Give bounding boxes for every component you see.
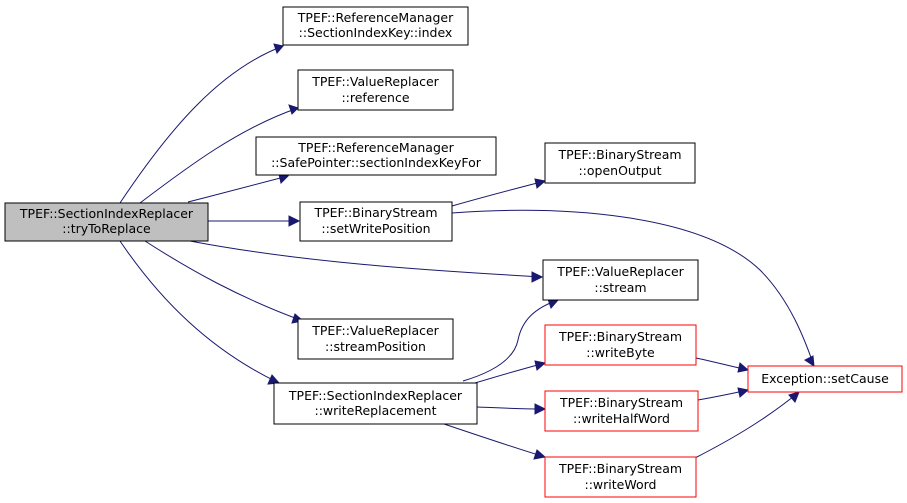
node-sir-writereplacement[interactable]: TPEF::SectionIndexReplacer ::writeReplac…	[273, 382, 478, 425]
node-bs-writehalfword-line1: TPEF::BinaryStream	[559, 395, 683, 410]
node-refmgr-index[interactable]: TPEF::ReferenceManager ::SectionIndexKey…	[282, 6, 469, 46]
node-bs-writeword[interactable]: TPEF::BinaryStream ::writeWord	[544, 456, 697, 498]
node-bs-setwriteposition[interactable]: TPEF::BinaryStream ::setWritePosition	[299, 201, 453, 242]
node-bs-writehalfword-line2: ::writeHalfWord	[573, 411, 670, 426]
node-bs-writeword-line2: ::writeWord	[585, 477, 657, 492]
node-refmgr-safepointer-line1: TPEF::ReferenceManager	[297, 140, 454, 155]
edge-root-to-index	[119, 43, 284, 204]
node-root-line2: ::tryToReplace	[62, 221, 151, 236]
node-bs-writeword-line1: TPEF::BinaryStream	[558, 461, 682, 476]
node-vr-streamposition[interactable]: TPEF::ValueReplacer ::streamPosition	[297, 318, 454, 360]
node-vr-stream[interactable]: TPEF::ValueReplacer ::stream	[542, 259, 699, 301]
edge-writehalfword-to-setcause	[697, 387, 750, 401]
edge-writeword-to-setcause	[694, 391, 800, 459]
edges	[119, 43, 815, 460]
edge-root-to-streamposition	[144, 240, 305, 324]
node-bs-writebyte[interactable]: TPEF::BinaryStream ::writeByte	[544, 324, 697, 366]
node-refmgr-index-line2: ::SectionIndexKey::index	[299, 25, 453, 40]
node-exc-setcause[interactable]: Exception::setCause	[747, 365, 903, 393]
node-sir-writereplacement-line2: ::writeReplacement	[315, 403, 437, 418]
edge-writebyte-to-setcause	[695, 357, 750, 373]
node-vr-stream-line2: ::stream	[594, 280, 646, 295]
edge-setwriteposition-to-setcause	[451, 209, 815, 368]
node-bs-openoutput-line2: ::openOutput	[578, 163, 661, 178]
node-bs-openoutput[interactable]: TPEF::BinaryStream ::openOutput	[544, 142, 696, 184]
edge-root-to-setwriteposition	[208, 215, 301, 227]
node-vr-stream-line1: TPEF::ValueReplacer	[556, 264, 684, 279]
node-vr-reference[interactable]: TPEF::ValueReplacer ::reference	[297, 69, 454, 111]
node-vr-streamposition-line2: ::streamPosition	[325, 339, 426, 354]
edge-root-to-reference	[139, 104, 299, 204]
node-root[interactable]: TPEF::SectionIndexReplacer ::tryToReplac…	[4, 202, 209, 242]
node-bs-setwriteposition-line1: TPEF::BinaryStream	[313, 205, 437, 220]
edge-root-to-writereplacement	[119, 240, 281, 385]
node-sir-writereplacement-line1: TPEF::SectionIndexReplacer	[288, 388, 463, 403]
node-exc-setcause-line1: Exception::setCause	[761, 371, 889, 386]
node-refmgr-safepointer[interactable]: TPEF::ReferenceManager ::SafePointer::se…	[255, 136, 497, 176]
node-bs-writehalfword[interactable]: TPEF::BinaryStream ::writeHalfWord	[544, 390, 699, 432]
node-vr-streamposition-line1: TPEF::ValueReplacer	[311, 323, 439, 338]
node-bs-openoutput-line1: TPEF::BinaryStream	[557, 147, 681, 162]
node-vr-reference-line2: ::reference	[341, 90, 409, 105]
node-bs-writebyte-line2: ::writeByte	[586, 345, 655, 360]
edge-writereplacement-to-writehalfword	[476, 403, 547, 415]
node-vr-reference-line1: TPEF::ValueReplacer	[311, 74, 439, 89]
node-bs-setwriteposition-line2: ::setWritePosition	[321, 221, 430, 236]
node-refmgr-index-line1: TPEF::ReferenceManager	[297, 10, 454, 25]
edge-writereplacement-to-writebyte	[474, 360, 547, 384]
edge-writereplacement-to-stream	[462, 298, 560, 382]
node-bs-writebyte-line1: TPEF::BinaryStream	[558, 329, 682, 344]
edge-root-to-stream	[189, 240, 544, 283]
edge-writereplacement-to-writeword	[443, 423, 547, 460]
edge-setwriteposition-to-openoutput	[451, 178, 547, 207]
node-root-line1: TPEF::SectionIndexReplacer	[19, 206, 194, 221]
node-refmgr-safepointer-line2: ::SafePointer::sectionIndexKeyFor	[271, 155, 482, 170]
edge-root-to-sectionindexkeyfor	[187, 173, 289, 203]
